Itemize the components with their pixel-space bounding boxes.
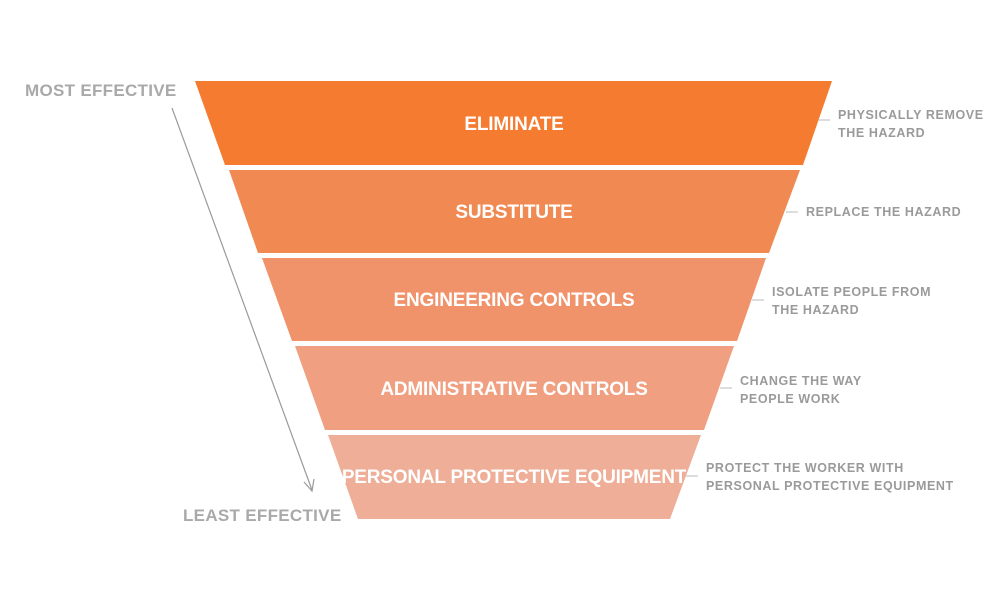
- band-label: ADMINISTRATIVE CONTROLS: [380, 379, 647, 400]
- description-line: PHYSICALLY REMOVE: [838, 108, 984, 122]
- band-label: PERSONAL PROTECTIVE EQUIPMENT: [342, 467, 687, 488]
- description-line: PROTECT THE WORKER WITH: [706, 461, 904, 475]
- band-administrative-controls: ADMINISTRATIVE CONTROLS: [295, 346, 734, 430]
- band-eliminate: ELIMINATE: [195, 81, 832, 165]
- band-shape: [262, 258, 766, 341]
- description-line: REPLACE THE HAZARD: [806, 205, 961, 219]
- description-substitute: REPLACE THE HAZARD: [786, 205, 961, 219]
- description-eliminate: PHYSICALLY REMOVE THE HAZARD: [818, 108, 984, 140]
- description-line: THE HAZARD: [772, 303, 859, 317]
- description-engineering-controls: ISOLATE PEOPLE FROM THE HAZARD: [752, 285, 931, 317]
- band-label: ELIMINATE: [464, 114, 563, 135]
- description-line: CHANGE THE WAY: [740, 374, 862, 388]
- band-shape: [229, 170, 800, 253]
- most-effective-label: MOST EFFECTIVE: [25, 81, 177, 100]
- band-shape: [295, 346, 734, 430]
- description-line: THE HAZARD: [838, 126, 925, 140]
- band-label: ENGINEERING CONTROLS: [394, 290, 635, 311]
- description-administrative-controls: CHANGE THE WAY PEOPLE WORK: [720, 374, 862, 406]
- description-personal-protective-equipment: PROTECT THE WORKER WITH PERSONAL PROTECT…: [686, 461, 954, 493]
- band-engineering-controls: ENGINEERING CONTROLS: [262, 258, 766, 341]
- description-line: PEOPLE WORK: [740, 392, 840, 406]
- least-effective-label: LEAST EFFECTIVE: [183, 506, 341, 525]
- band-shape: [195, 81, 832, 165]
- effectiveness-arrow: [171, 107, 315, 493]
- description-line: PERSONAL PROTECTIVE EQUIPMENT: [706, 479, 954, 493]
- band-shape: [328, 435, 701, 519]
- band-substitute: SUBSTITUTE: [229, 170, 800, 253]
- band-label: SUBSTITUTE: [455, 202, 572, 223]
- band-personal-protective-equipment: PERSONAL PROTECTIVE EQUIPMENT: [328, 435, 701, 519]
- description-line: ISOLATE PEOPLE FROM: [772, 285, 931, 299]
